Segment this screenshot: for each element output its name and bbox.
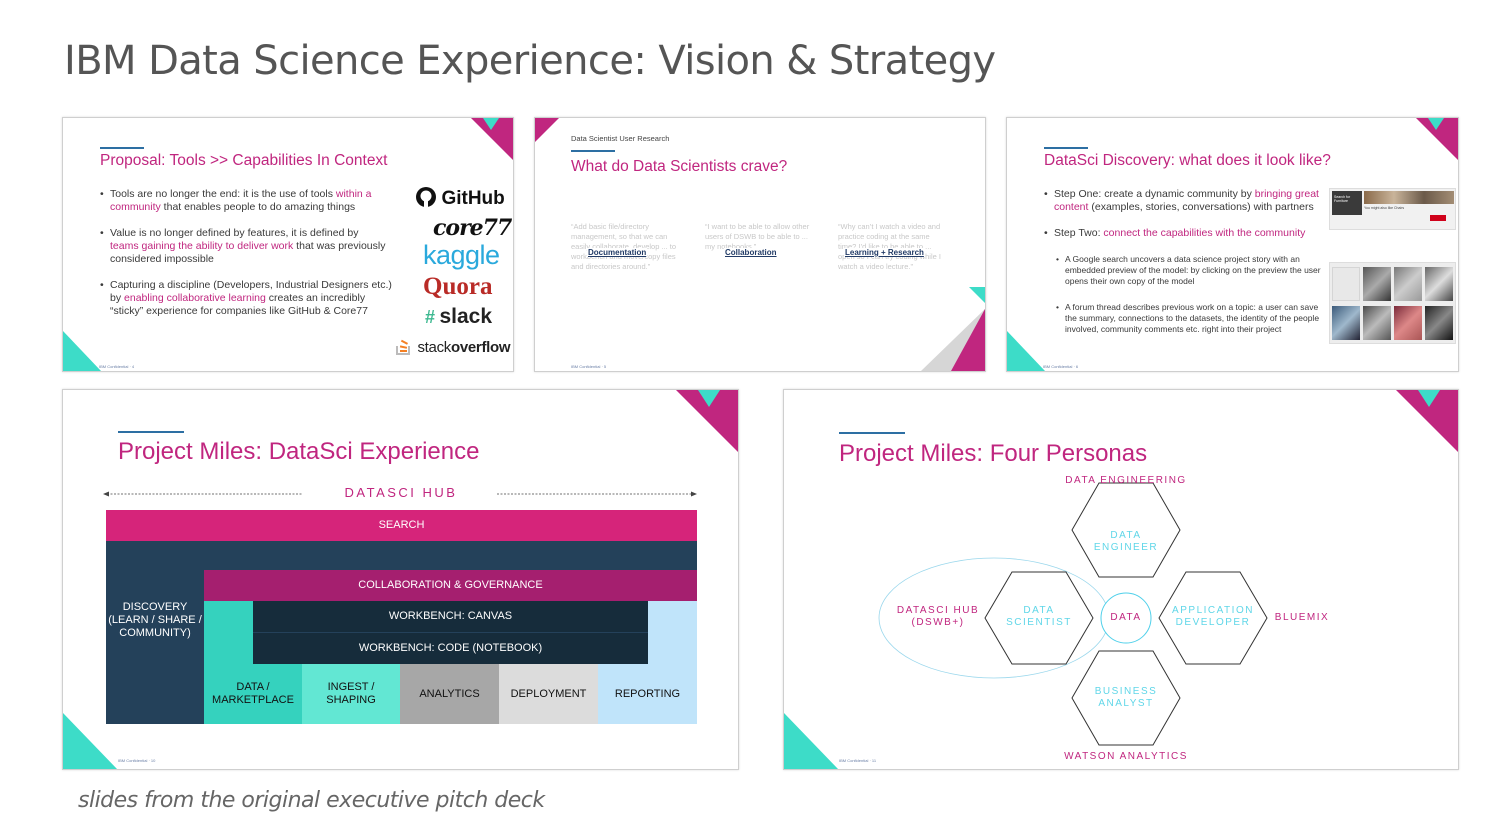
corner-decoration: [1396, 390, 1458, 452]
label-application-developer: APPLICATION DEVELOPER: [1172, 605, 1254, 628]
title-rule: [1044, 147, 1088, 149]
corner-decoration: [784, 713, 838, 769]
label-datasci-hub: DATASCI HUB (DSWB+): [896, 605, 980, 628]
slack-icon: #: [425, 307, 436, 327]
label-data-engineer: DATA ENGINEER: [1093, 530, 1159, 553]
theme-link-collaboration[interactable]: Collaboration: [724, 248, 778, 257]
page-title: IBM Data Science Experience: Vision & St…: [64, 38, 996, 84]
slide-footer: IBM Confidential · 10: [118, 758, 156, 763]
bullet: Capturing a discipline (Developers, Indu…: [100, 279, 396, 318]
collaboration-block: COLLABORATION & GOVERNANCE: [204, 570, 697, 601]
label-data-engineering: DATA ENGINEERING: [1065, 475, 1187, 486]
kaggle-logo: kaggle: [423, 240, 500, 270]
sub-bullet: A Google search uncovers a data science …: [1056, 254, 1327, 287]
quora-logo: Quora: [423, 273, 493, 300]
slide-footer: IBM Confidential · 5: [571, 364, 607, 369]
bullet: Step One: create a dynamic community by …: [1044, 188, 1322, 214]
corner-decoration: [1007, 331, 1045, 371]
theme-link-learning-research[interactable]: Learning + Research: [844, 248, 925, 257]
label-business-analyst: BUSINESS ANALYST: [1094, 686, 1158, 709]
workbench-code-block: WORKBENCH: CODE (NOTEBOOK): [253, 633, 648, 664]
hex-data-engineer: [1071, 482, 1181, 578]
label-data-scientist: DATA SCIENTIST: [1006, 605, 1072, 628]
label-data: DATA: [1110, 612, 1142, 623]
data-marketplace-block: DATA / MARKETPLACE: [204, 664, 302, 724]
hub-label: DATASCI HUB: [344, 485, 458, 500]
hex-application-developer: [1158, 571, 1268, 665]
user-quote: “Add basic file/directory management, so…: [571, 222, 677, 271]
ingest-shaping-block: INGEST / SHAPING: [302, 664, 400, 724]
slide-title: Project Miles: Four Personas: [839, 440, 1148, 467]
caption: slides from the original executive pitch…: [78, 788, 545, 813]
slide-data-scientists-crave[interactable]: Data Scientist User Research What do Dat…: [534, 117, 986, 372]
hex-business-analyst: [1071, 650, 1181, 746]
search-block: SEARCH: [106, 510, 697, 541]
corner-decoration: [1416, 118, 1458, 160]
bullet: Step Two: connect the capabilities with …: [1044, 227, 1322, 240]
slide-footer: IBM Confidential · 6: [1043, 364, 1079, 369]
title-rule: [571, 150, 615, 152]
slide-title: What do Data Scientists crave?: [571, 158, 788, 175]
slide-datasci-discovery[interactable]: DataSci Discovery: what does it look lik…: [1006, 117, 1459, 372]
corner-decoration: [921, 287, 985, 371]
discovery-block: DISCOVERY (LEARN / SHARE / COMMUNITY): [108, 600, 202, 639]
forum-preview-thumbnail: [1329, 262, 1456, 344]
github-logo: GitHub: [415, 186, 505, 210]
corner-decoration: [63, 331, 101, 371]
github-icon: [416, 187, 436, 207]
slide-four-personas[interactable]: Project Miles: Four Personas DATA ENGINE…: [783, 389, 1459, 770]
reporting-extension: [648, 601, 697, 664]
slide-footer: IBM Confidential · 11: [839, 758, 877, 763]
corner-decoration: [63, 713, 117, 769]
slide-footer: IBM Confidential · 4: [99, 364, 135, 369]
sub-bullet: A forum thread describes previous work o…: [1056, 302, 1327, 335]
title-rule: [100, 147, 144, 149]
corner-decoration: [471, 118, 513, 160]
hub-arrow-left: [103, 491, 303, 497]
stackoverflow-logo: stackoverflow: [395, 336, 511, 357]
bullet: Value is no longer defined by features, …: [100, 227, 386, 266]
corner-decoration: [535, 118, 559, 142]
slide-title: Proposal: Tools >> Capabilities In Conte…: [100, 152, 388, 169]
core77-logo: core77: [433, 215, 512, 241]
slide-kicker: Data Scientist User Research: [571, 134, 670, 143]
slide-datasci-experience[interactable]: Project Miles: DataSci Experience DATASC…: [62, 389, 739, 770]
slide-title: Project Miles: DataSci Experience: [118, 438, 480, 465]
slide-tools-capabilities[interactable]: Proposal: Tools >> Capabilities In Conte…: [62, 117, 514, 372]
user-quote: “Why can’t I watch a video and practice …: [838, 222, 941, 271]
data-circle: [1100, 592, 1152, 644]
title-rule: [839, 432, 905, 434]
deployment-block: DEPLOYMENT: [499, 664, 598, 724]
hex-data-scientist: [984, 571, 1094, 665]
search-preview-thumbnail: Search for Furniture You might also like…: [1329, 188, 1456, 230]
bullet: Tools are no longer the end: it is the u…: [100, 188, 376, 214]
marketplace-extension: [204, 601, 253, 664]
corner-decoration: [676, 390, 738, 452]
label-watson-analytics: WATSON ANALYTICS: [1064, 751, 1188, 762]
slide-title: DataSci Discovery: what does it look lik…: [1044, 152, 1331, 169]
hub-arrow-right: [497, 491, 697, 497]
reporting-block: REPORTING: [598, 664, 697, 724]
user-quote: “I want to be able to allow other users …: [705, 222, 810, 251]
stackoverflow-icon: [396, 339, 410, 355]
slack-logo: # slack: [425, 305, 493, 328]
theme-link-documentation[interactable]: Documentation: [587, 248, 648, 257]
title-rule: [118, 431, 184, 433]
personas-diagram: [878, 482, 1268, 746]
label-bluemix: BLUEMIX: [1274, 612, 1330, 623]
analytics-block: ANALYTICS: [400, 664, 499, 724]
workbench-canvas-block: WORKBENCH: CANVAS: [253, 601, 648, 632]
